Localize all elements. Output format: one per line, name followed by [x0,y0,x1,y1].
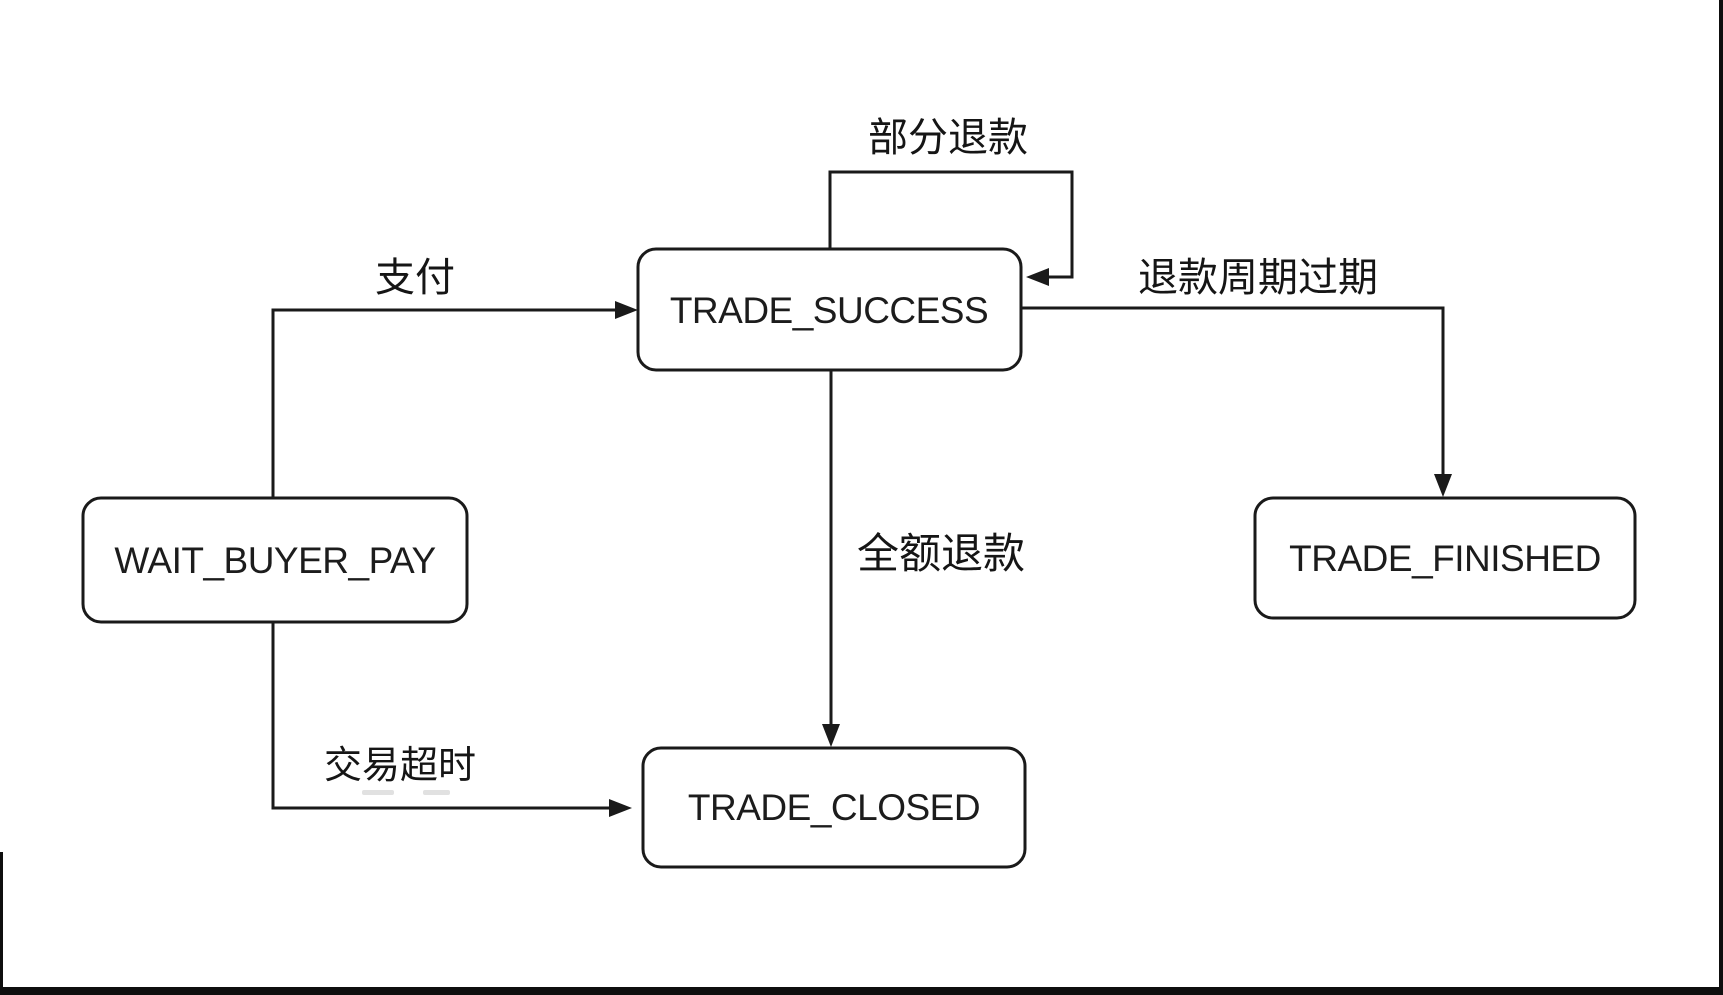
node-trade-finished-label: TRADE_FINISHED [1289,538,1601,579]
node-trade-closed-label: TRADE_CLOSED [688,787,980,828]
edge-refund-period-expired: 退款周期过期 [1021,256,1452,497]
node-trade-success: TRADE_SUCCESS [636,247,1023,372]
node-trade-finished-box [1253,496,1637,620]
node-wait-buyer-pay-box [81,496,469,624]
edge-full-refund: 全额退款 [822,370,1025,747]
edge-trade-timeout-line [271,622,616,810]
edge-refund-period-expired-line [1021,306,1445,481]
edge-partial-refund: 部分退款 [828,116,1074,286]
node-trade-closed: TRADE_CLOSED [641,746,1027,869]
node-trade-finished: TRADE_FINISHED [1253,496,1637,620]
node-trade-success-label: TRADE_SUCCESS [670,290,988,331]
edge-trade-timeout: 交易超时 [271,622,632,817]
node-wait-buyer-pay: WAIT_BUYER_PAY [81,496,469,624]
edge-full-refund-label: 全额退款 [857,530,1025,577]
edge-refund-period-expired-arrowhead-icon [1434,474,1452,497]
edge-pay: 支付 [271,256,638,498]
edge-partial-refund-line [828,170,1074,279]
edge-partial-refund-arrowhead-icon [1026,268,1049,286]
edge-pay-arrowhead-icon [615,301,638,319]
edge-partial-refund-label: 部分退款 [868,116,1028,160]
edge-refund-period-expired-label: 退款周期过期 [1138,256,1378,300]
edge-trade-timeout-label: 交易超时 [324,745,476,787]
node-wait-buyer-pay-label: WAIT_BUYER_PAY [114,540,435,581]
edge-full-refund-arrowhead-icon [822,724,840,747]
erased-text-smudge [362,790,394,795]
screen-edge-bottom [0,987,1723,995]
screen-edge-left-partial [0,852,3,995]
node-trade-closed-box [641,746,1027,869]
edge-pay-label: 支付 [375,256,455,300]
erased-text-smudge [423,790,450,795]
screen-edge-right [1719,0,1723,995]
edge-trade-timeout-arrowhead-icon [609,799,632,817]
node-trade-success-box [636,247,1023,372]
edge-pay-line [271,308,622,498]
